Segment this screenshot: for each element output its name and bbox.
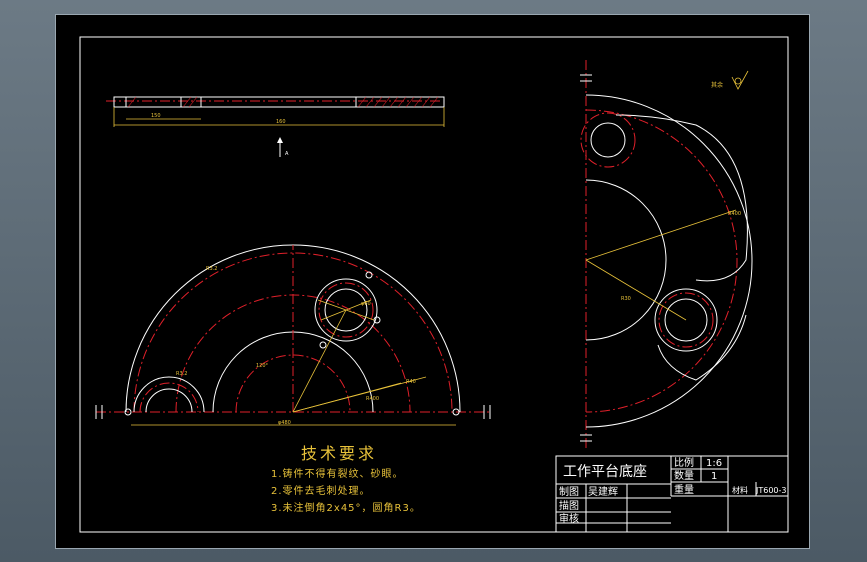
qty-value: 1 [711,471,717,482]
front-view: φ480 R400 120° φ60 R40 R3.2 R3.2 [95,244,491,426]
section-view: 160 150 A [106,96,445,157]
requirement-3: 3.未注倒角2x45°，圆角R3。 [271,501,421,514]
technical-requirements: 技术要求 1.铸件不得有裂纹、砂眼。 2.零件去毛刺处理。 3.未注倒角2x45… [271,444,421,514]
view-marker: A [285,151,289,157]
drawing-sheet[interactable]: 160 150 A [55,14,810,549]
material-value: JT600-3 [755,486,787,495]
dim-base-diameter: φ480 [278,420,291,426]
requirement-2: 2.零件去毛刺处理。 [271,485,371,497]
dim-r-small-left: R3.2 [176,371,187,377]
dim-left: 150 [151,113,161,119]
side-view: R400 R30 其余 [580,60,753,450]
requirements-title: 技术要求 [301,444,377,463]
drawing-frame [79,36,789,533]
dim-r-side: R400 [728,211,741,217]
dim-overall-length: 160 [276,119,286,125]
weight-label: 重量 [674,483,694,496]
title-block: 工作平台底座 比例 1:6 数量 1 重量 材料 JT600-3 制图 吴建辉 … [555,455,789,533]
surface-note: 其余 [711,81,723,89]
traced-label: 描图 [559,499,579,512]
material-label: 材料 [732,485,748,495]
part-name: 工作平台底座 [563,464,647,480]
dim-r40: R40 [406,379,416,385]
drawn-label: 制图 [559,485,579,498]
drawing-canvas: 160 150 A [79,36,789,533]
requirement-1: 1.铸件不得有裂纹、砂眼。 [271,467,404,480]
dim-r30: R30 [621,296,631,302]
dim-r400: R400 [366,396,379,402]
dim-phi60: φ60 [361,301,371,307]
dim-angle: 120° [256,363,269,369]
qty-label: 数量 [674,469,694,482]
drawn-by: 吴建辉 [588,485,618,498]
dim-r-small-top: R3.2 [206,266,217,272]
checked-label: 审核 [559,512,579,525]
scale-value: 1:6 [706,458,722,469]
section-hatch [127,96,439,108]
scale-label: 比例 [674,456,694,469]
